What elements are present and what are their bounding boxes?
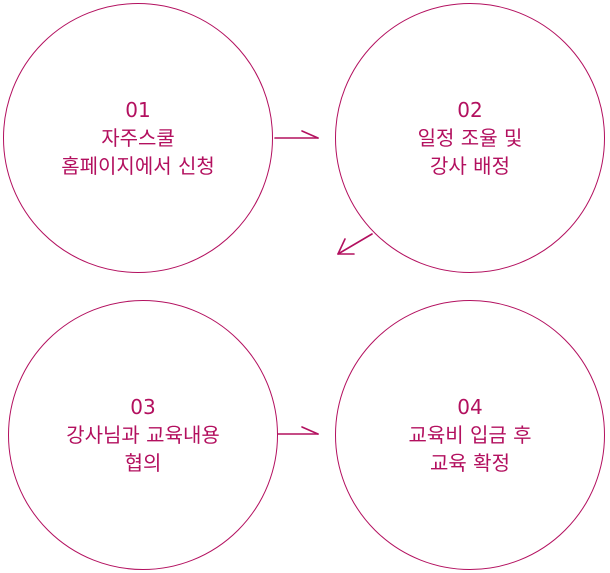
arrow-1-to-2 — [274, 130, 319, 139]
arrow-2-to-3 — [337, 233, 373, 255]
step-1-number: 01 — [125, 98, 151, 122]
step-2-number: 02 — [457, 98, 483, 122]
step-1-label-line-2: 홈페이지에서 신청 — [61, 154, 215, 178]
step-2-circle: 02 일정 조율 및 강사 배정 — [335, 3, 605, 273]
step-3-number: 03 — [130, 395, 156, 419]
arrow-3-to-4 — [277, 426, 319, 435]
step-4-label-line-2: 교육 확정 — [430, 451, 510, 475]
step-3-circle: 03 강사님과 교육내용 협의 — [8, 300, 278, 570]
step-1-circle: 01 자주스쿨 홈페이지에서 신청 — [3, 3, 273, 273]
step-4-label-line-1: 교육비 입금 후 — [408, 423, 532, 447]
step-4-number: 04 — [457, 395, 483, 419]
step-1-label-line-1: 자주스쿨 — [101, 126, 175, 150]
step-3-label-line-1: 강사님과 교육내용 — [66, 423, 220, 447]
step-3-label-line-2: 협의 — [124, 451, 162, 475]
step-4-circle: 04 교육비 입금 후 교육 확정 — [335, 300, 605, 570]
step-2-label-line-1: 일정 조율 및 — [417, 126, 523, 150]
step-2-label-line-2: 강사 배정 — [430, 154, 510, 178]
